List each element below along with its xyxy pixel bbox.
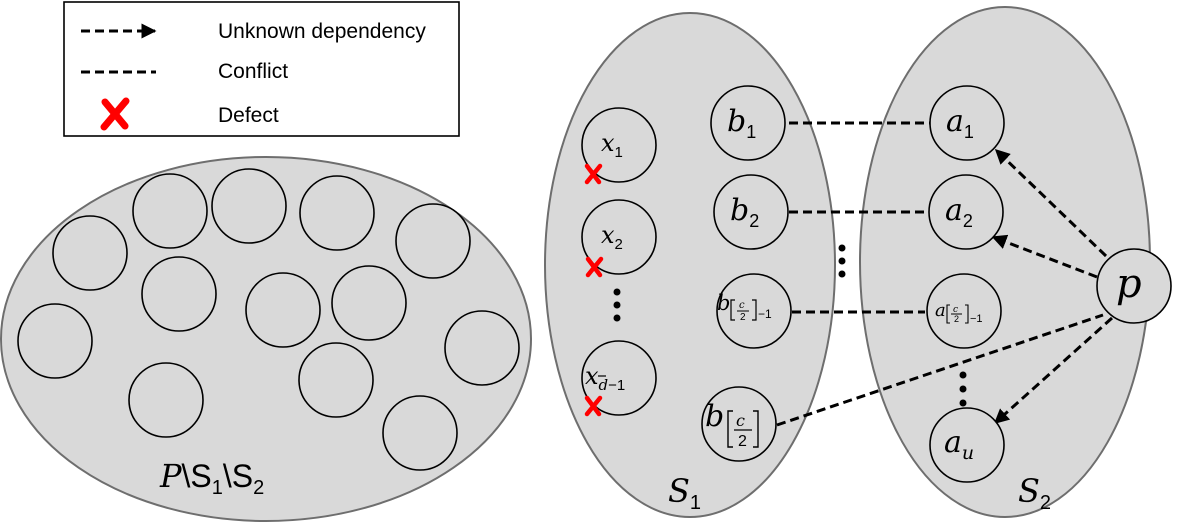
node-bc1-circle [716,273,792,349]
node-bc1-frac-den: 2 [740,312,746,323]
node-a2-circle [928,174,1004,250]
node-bc1: b c 2 −1 [716,273,792,349]
empty-node [17,303,93,379]
node-x2-label: x2 [601,221,623,253]
region-rest-label: P\S1\S2 [159,457,264,499]
node-b2: b2 [713,174,789,250]
node-bc-main: b [705,399,724,434]
node-au-label: au [944,425,974,464]
node-bc1-main: b [717,291,730,315]
region-rest: P\S1\S2 [0,156,532,522]
defect-cross-icon [585,256,604,278]
node-p-circle [1096,248,1172,324]
node-b1: b1 [710,85,786,161]
ellipsis-x-column [613,288,621,322]
node-a1-label: a1 [946,104,974,142]
red-cross-icon [100,97,130,131]
empty-node [52,215,128,291]
empty-node [141,256,217,332]
dependency-edge-p-a1 [994,148,1108,258]
conflict-edge-bc-p [776,313,1104,427]
node-a2: a2 [928,174,1004,250]
empty-node [298,342,374,418]
node-ac1-main: a [935,300,946,321]
node-bc1-sub-rest: −1 [758,307,772,321]
node-b2-label: b2 [730,193,759,231]
node-bc1-bracket [730,299,757,321]
region-s1: S1 [544,12,836,518]
node-ac1-circle [926,273,1002,349]
empty-node [128,362,204,438]
node-x1-circle [581,107,657,183]
ellipsis-a-column [959,371,967,407]
node-ac1-frac-den: 2 [954,314,959,324]
node-p-label: p [1116,261,1142,307]
node-ac1-frac-num: c [953,305,958,315]
node-a2-label: a2 [945,193,973,231]
defect-cross-icon [584,163,603,185]
empty-node [444,310,520,386]
node-au: au [929,407,1005,483]
node-bc-frac-num: c [736,411,745,430]
defect-cross-icon [584,395,603,417]
node-bc: b c 2 [701,386,777,462]
node-a1: a1 [929,85,1005,161]
ellipsis-dots [613,244,967,407]
node-bc-bracket [727,410,759,448]
node-xd: xd−1 [581,340,657,417]
empty-node [299,175,375,251]
empty-node [382,395,458,471]
empty-node [211,168,287,244]
node-x1-label: x1 [601,129,623,161]
empty-node [395,203,471,279]
node-x1: x1 [581,107,657,185]
node-a1-circle [929,85,1005,161]
region-s2-label: S2 [1018,472,1051,514]
node-x2: x2 [581,199,657,278]
dependency-edge-p-a2 [991,234,1098,279]
node-x2-circle [581,199,657,275]
legend-box [63,1,460,137]
node-xd-label: xd−1 [585,362,625,394]
node-ac1-sub-rest: −1 [970,313,983,325]
empty-node [132,173,208,249]
legend-label-unknown-dependency: Unknown dependency [218,20,426,43]
node-p: p [1096,248,1172,324]
node-au-circle [929,407,1005,483]
node-b1-label: b1 [727,104,756,142]
region-s1-label: S1 [668,472,701,514]
empty-node [245,272,321,348]
legend: Unknown dependency Conflict Defect [63,1,460,137]
empty-node [331,265,407,341]
region-s1-ellipse [544,12,836,518]
legend-label-conflict: Conflict [218,60,288,83]
legend-label-defect: Defect [218,104,279,127]
node-b1-circle [710,85,786,161]
dependency-edges [991,148,1114,425]
conflict-edges [776,121,1104,427]
node-ac1: a c 2 −1 [926,273,1002,349]
node-bc-frac-den: 2 [738,433,747,450]
ellipsis-middle [838,244,846,278]
node-bc1-frac-num: c [739,300,745,311]
node-ac1-bracket [946,304,969,324]
dependency-edge-p-au [993,316,1114,425]
node-b2-circle [713,174,789,250]
